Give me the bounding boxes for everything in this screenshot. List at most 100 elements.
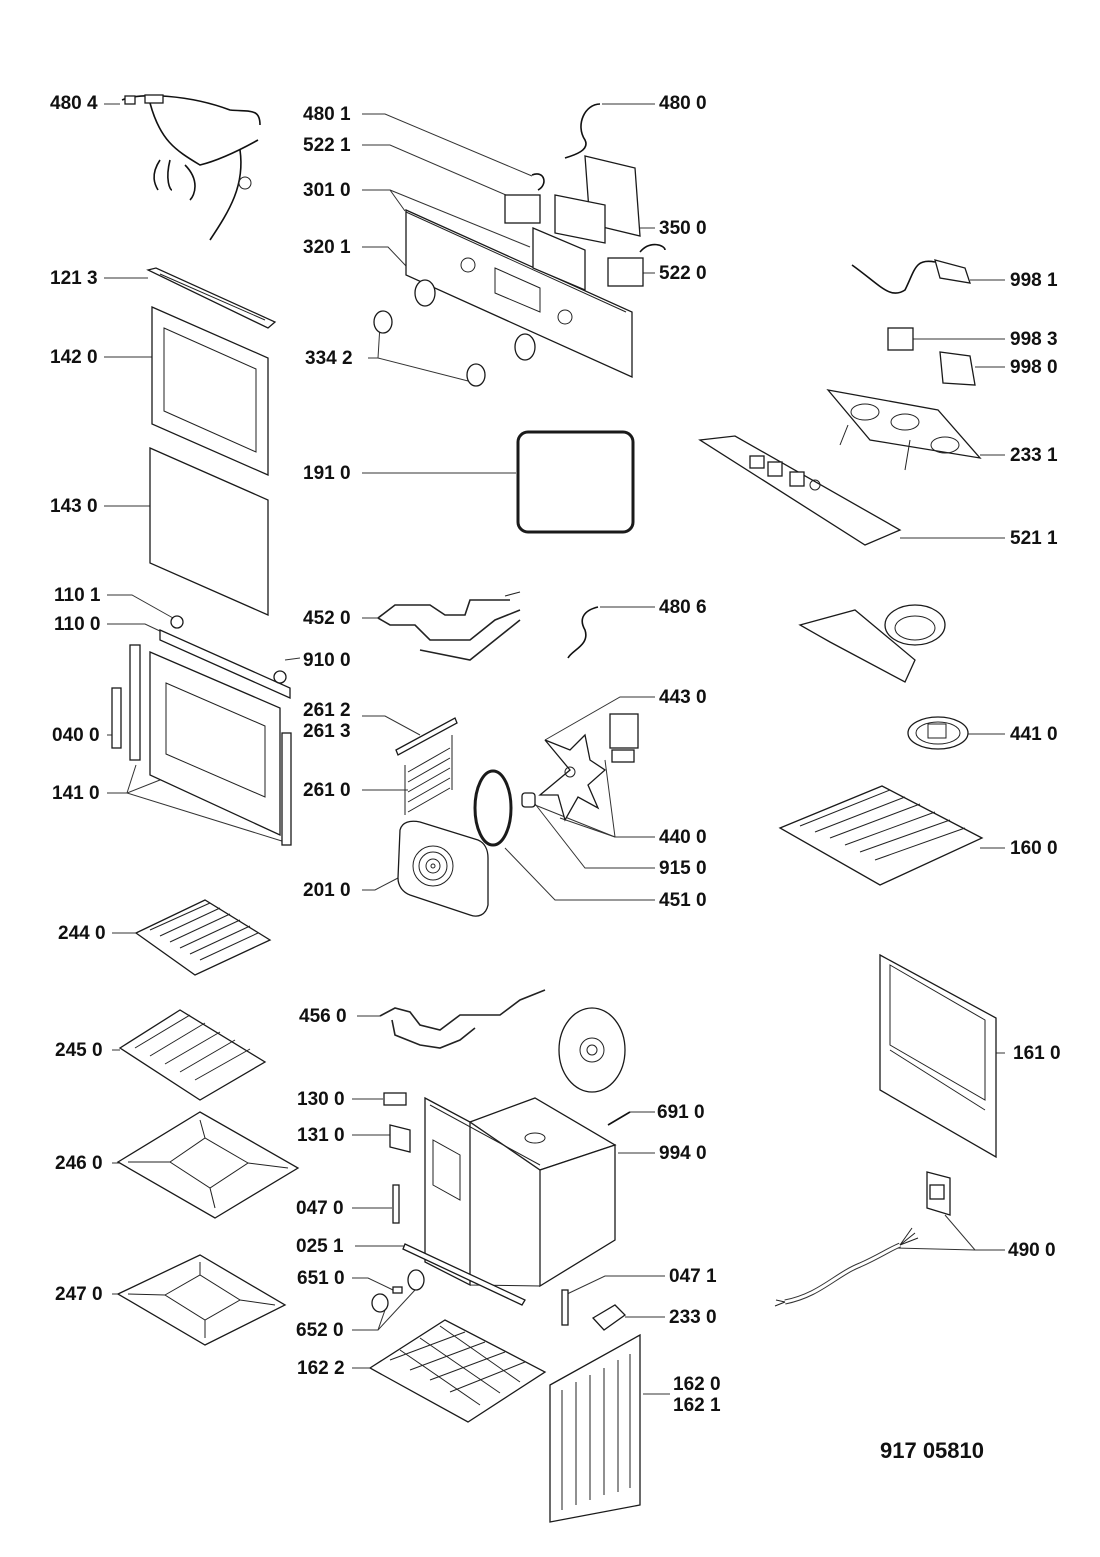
- hinge-receiver-0470: [392, 1184, 400, 1224]
- part-label-1610: 161 0: [1013, 1043, 1061, 1064]
- electronic-module-3500: [554, 155, 641, 244]
- part-label-1213: 121 3: [50, 268, 98, 289]
- part-label-5221: 522 1: [303, 135, 351, 156]
- leader-1410a: [107, 764, 137, 794]
- wire-4806: [567, 606, 599, 659]
- control-panel-3010: [405, 208, 633, 379]
- part-label-1910: 191 0: [303, 463, 351, 484]
- part-label-3201: 320 1: [303, 237, 351, 258]
- leader-5221: [362, 144, 514, 199]
- fan-motor-4430: [609, 713, 639, 763]
- outer-door-glass-1420: [151, 306, 269, 476]
- baking-tray-2460: [116, 1111, 300, 1219]
- shelf-runner-2612: [395, 717, 458, 756]
- part-label-4430: 443 0: [659, 687, 707, 708]
- part-label-4800: 480 0: [659, 93, 707, 114]
- part-label-9150: 915 0: [659, 858, 707, 879]
- leader-2010: [362, 877, 399, 891]
- leader-1100: [107, 623, 163, 633]
- part-label-9983: 998 3: [1010, 329, 1058, 350]
- cover-1310: [389, 1124, 411, 1153]
- door-top-trim-1213: [146, 267, 277, 329]
- drip-pan-2470: [116, 1254, 287, 1346]
- fan-nut-9150: [521, 792, 536, 808]
- inner-door-glass-1430: [149, 447, 269, 616]
- part-label-4806: 480 6: [659, 597, 707, 618]
- part-label-6910: 691 0: [657, 1102, 705, 1123]
- leader-6520a: [352, 1309, 386, 1331]
- clip-2330: [591, 1304, 627, 1331]
- leader-1410b: [126, 777, 166, 794]
- lower-element-4560: [379, 989, 546, 1049]
- fan-housing: [798, 604, 946, 683]
- rear-liner-1610: [879, 953, 997, 1159]
- part-label-4804: 480 4: [50, 93, 98, 114]
- part-label-1430: 143 0: [50, 496, 98, 517]
- part-label-1300: 130 0: [297, 1089, 345, 1110]
- part-label-4900: 490 0: [1008, 1240, 1056, 1261]
- part-label-4510: 451 0: [659, 890, 707, 911]
- part-label-2460: 246 0: [55, 1153, 103, 1174]
- leader-4801: [362, 113, 533, 177]
- leader-0471: [564, 1275, 665, 1296]
- part-label-9981: 998 1: [1010, 270, 1058, 291]
- leader-4510: [504, 847, 655, 901]
- part-label-1420: 142 0: [50, 347, 98, 368]
- document-number: 917 05810: [880, 1438, 984, 1463]
- leader-4400b: [534, 804, 616, 838]
- leader-9100: [284, 657, 301, 661]
- leader-4400c: [559, 817, 616, 838]
- part-label-2440: 244 0: [58, 923, 106, 944]
- part-label-4400: 440 0: [659, 827, 707, 848]
- part-label-6520: 652 0: [296, 1320, 344, 1341]
- shelf-runners-2610: [404, 735, 453, 815]
- part-label-9100: 910 0: [303, 650, 351, 671]
- part-label-0251: 025 1: [296, 1236, 344, 1257]
- leader-3010b: [389, 189, 531, 248]
- label-card-9983: [887, 327, 914, 351]
- shelf-guard-1600: [778, 785, 984, 886]
- part-label-2330: 233 0: [669, 1307, 717, 1328]
- part-label-9940: 994 0: [659, 1143, 707, 1164]
- part-label-1410: 141 0: [52, 783, 100, 804]
- part-label-4410: 441 0: [1010, 724, 1058, 745]
- leader-4400a: [604, 759, 655, 838]
- part-label-3500: 350 0: [659, 218, 707, 239]
- part-label-2010: 201 0: [303, 880, 351, 901]
- lamp-6510: [371, 1269, 425, 1313]
- wire-4800: [564, 103, 601, 159]
- part-label-2470: 247 0: [55, 1284, 103, 1305]
- bottom-trim-0251: [402, 1243, 526, 1306]
- side-liner-1620: [549, 1333, 641, 1523]
- module-9980: [939, 351, 976, 386]
- part-label-1310: 131 0: [297, 1125, 345, 1146]
- fan-cover-2010: [397, 820, 489, 917]
- knob-3342: [373, 310, 486, 387]
- leader-6510: [352, 1277, 394, 1291]
- rear-plate: [558, 1007, 626, 1093]
- part-label-0400: 040 0: [52, 725, 100, 746]
- oven-cavity-9940: [424, 1096, 617, 1288]
- knob-holder-3201: [414, 279, 536, 361]
- cooling-fan-4410: [907, 716, 969, 750]
- wire-rack-2450: [118, 1009, 267, 1101]
- part-label-0471: 047 1: [669, 1266, 717, 1287]
- leader-4430: [544, 696, 655, 741]
- part-label-1100: 110 0: [54, 614, 101, 635]
- part-label-4520: 452 0: [303, 608, 351, 629]
- door-lock-1300: [383, 1092, 407, 1106]
- leader-4900a: [944, 1214, 1005, 1251]
- selector-switch-5221: [504, 173, 545, 224]
- part-label-0470: 047 0: [296, 1198, 344, 1219]
- part-label-5220: 522 0: [659, 263, 707, 284]
- part-label-6510: 651 0: [297, 1268, 345, 1289]
- part-label-3342: 334 2: [305, 348, 353, 369]
- leader-4900b: [894, 1247, 976, 1251]
- part-label-9980: 998 0: [1010, 357, 1058, 378]
- circuit-board-5211: [698, 435, 902, 546]
- leader-9150: [531, 799, 655, 869]
- part-label-1620: 162 0 162 1: [673, 1374, 721, 1416]
- leader-6520b: [377, 1289, 416, 1331]
